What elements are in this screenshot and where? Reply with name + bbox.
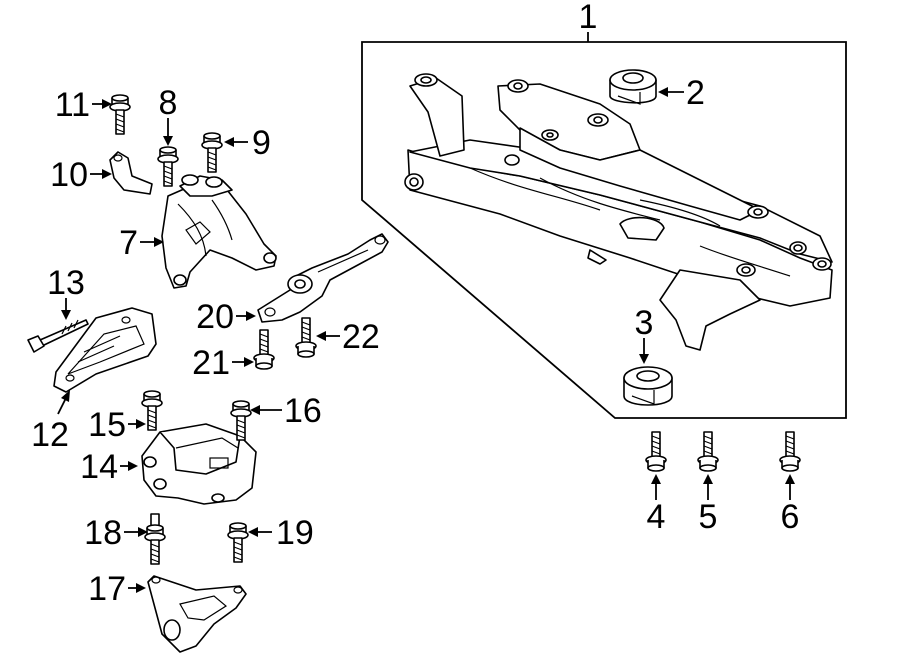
bracket-illustration-10 [109, 151, 153, 195]
callout-17: 17 [88, 570, 126, 608]
callout-12: 12 [31, 416, 69, 454]
callout-8: 8 [159, 84, 178, 122]
bolt-illustration-9 [201, 132, 223, 173]
bracket-illustration-17 [147, 575, 247, 653]
callout-2: 2 [686, 74, 705, 112]
callout-6: 6 [781, 498, 800, 536]
callout-9: 9 [252, 124, 271, 162]
bolt-illustration-4 [645, 431, 667, 472]
transmission-mount-illustration-14 [141, 423, 257, 505]
long-bolt-illustration-13 [27, 319, 89, 353]
callout-16: 16 [284, 392, 322, 430]
callout-21: 21 [192, 344, 230, 382]
callout-19: 19 [276, 514, 314, 552]
callout-1: 1 [579, 0, 598, 36]
callout-11: 11 [55, 86, 90, 124]
callout-3: 3 [635, 304, 654, 342]
bolt-illustration-22 [295, 317, 317, 358]
callout-22: 22 [342, 318, 380, 356]
bolt-illustration-8 [157, 146, 179, 187]
callout-15: 15 [88, 406, 126, 444]
subframe-illustration [404, 73, 833, 351]
stud-illustration-18 [144, 513, 166, 565]
callout-14: 14 [80, 448, 118, 486]
callout-10: 10 [50, 156, 88, 194]
callout-4: 4 [647, 498, 666, 536]
bolt-illustration-21 [253, 329, 275, 370]
engine-mount-illustration-7 [161, 174, 277, 289]
bracket-illustration-12 [53, 307, 157, 393]
bushing-illustration-2 [609, 69, 657, 105]
callout-7: 7 [119, 224, 138, 262]
callout-5: 5 [699, 498, 718, 536]
subframe-group-frame [361, 32, 847, 419]
callout-13: 13 [47, 264, 85, 302]
torque-rod-illustration-20 [257, 233, 389, 323]
callout-20: 20 [196, 298, 234, 336]
callout-18: 18 [84, 514, 122, 552]
callout-labels: 1 2 3 4 5 6 7 8 9 10 11 12 13 14 15 16 1… [31, 0, 799, 608]
bolt-illustration-6 [779, 431, 801, 472]
bolt-illustration-19 [227, 522, 249, 563]
bolt-illustration-5 [697, 431, 719, 472]
leader-lines [57, 87, 795, 593]
bolt-illustration-11 [109, 94, 131, 135]
bushing-illustration-3 [623, 366, 673, 406]
